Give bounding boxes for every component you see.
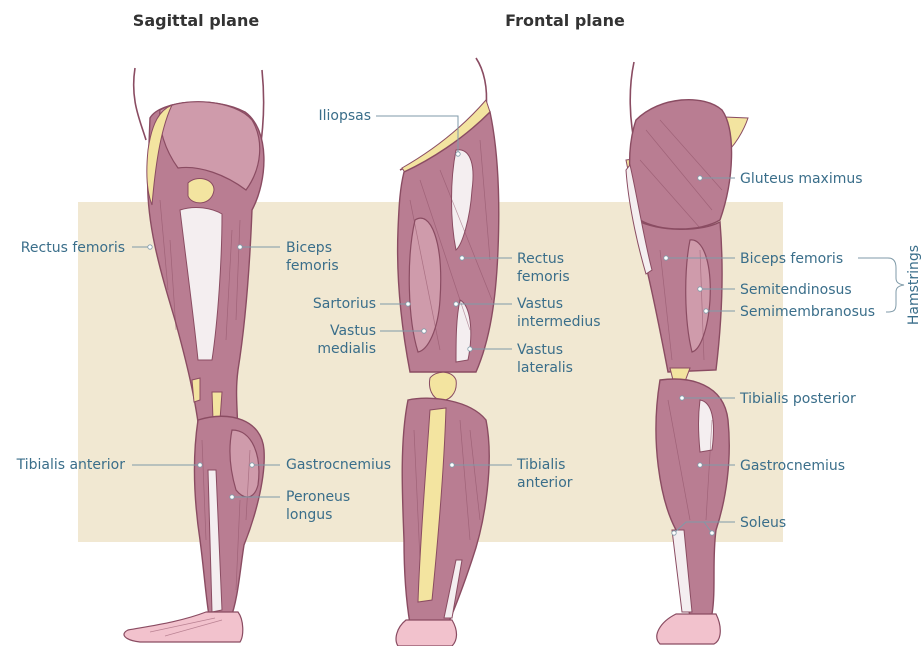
label-tibialis-anterior-side: Tibialis anterior xyxy=(16,457,126,473)
label-tibialis-posterior: Tibialis posterior xyxy=(739,391,856,407)
label-rectus-femoris-front: Rectus xyxy=(517,251,564,267)
label-biceps-femoris-back: Biceps femoris xyxy=(740,251,843,267)
heading-sagittal: Sagittal plane xyxy=(133,11,260,30)
label-gastrocnemius-side: Gastrocnemius xyxy=(286,457,391,473)
label-hamstrings: Hamstrings xyxy=(906,245,921,325)
label-biceps-femoris-side-line2: femoris xyxy=(286,258,339,274)
label-gastrocnemius-back: Gastrocnemius xyxy=(740,458,845,474)
label-rectus-femoris-side: Rectus femoris xyxy=(21,240,125,256)
label-vastus-lateralis-line2: lateralis xyxy=(517,360,573,376)
label-biceps-femoris-side: Biceps xyxy=(286,240,332,256)
label-vastus-intermedius-line2: intermedius xyxy=(517,314,601,330)
label-rectus-femoris-front-line2: femoris xyxy=(517,269,570,285)
label-tibialis-anterior-front: Tibialis xyxy=(516,457,565,473)
label-sartorius: Sartorius xyxy=(313,296,376,312)
label-vastus-intermedius: Vastus xyxy=(517,296,563,312)
label-peroneus-longus: Peroneus xyxy=(286,489,350,505)
leg-front-view xyxy=(396,58,499,646)
label-peroneus-longus-line2: longus xyxy=(286,507,332,523)
label-semimembranosus: Semimembranosus xyxy=(740,304,875,320)
label-semitendinosus: Semitendinosus xyxy=(740,282,852,298)
label-soleus: Soleus xyxy=(740,515,786,531)
label-tibialis-anterior-front-line2: anterior xyxy=(517,475,573,491)
heading-frontal: Frontal plane xyxy=(505,11,625,30)
label-vastus-medialis-line2: medialis xyxy=(317,341,376,357)
label-vastus-medialis: Vastus xyxy=(330,323,376,339)
label-iliopsas: Iliopsas xyxy=(318,108,371,124)
label-vastus-lateralis: Vastus xyxy=(517,342,563,358)
label-gluteus-maximus: Gluteus maximus xyxy=(740,171,863,187)
